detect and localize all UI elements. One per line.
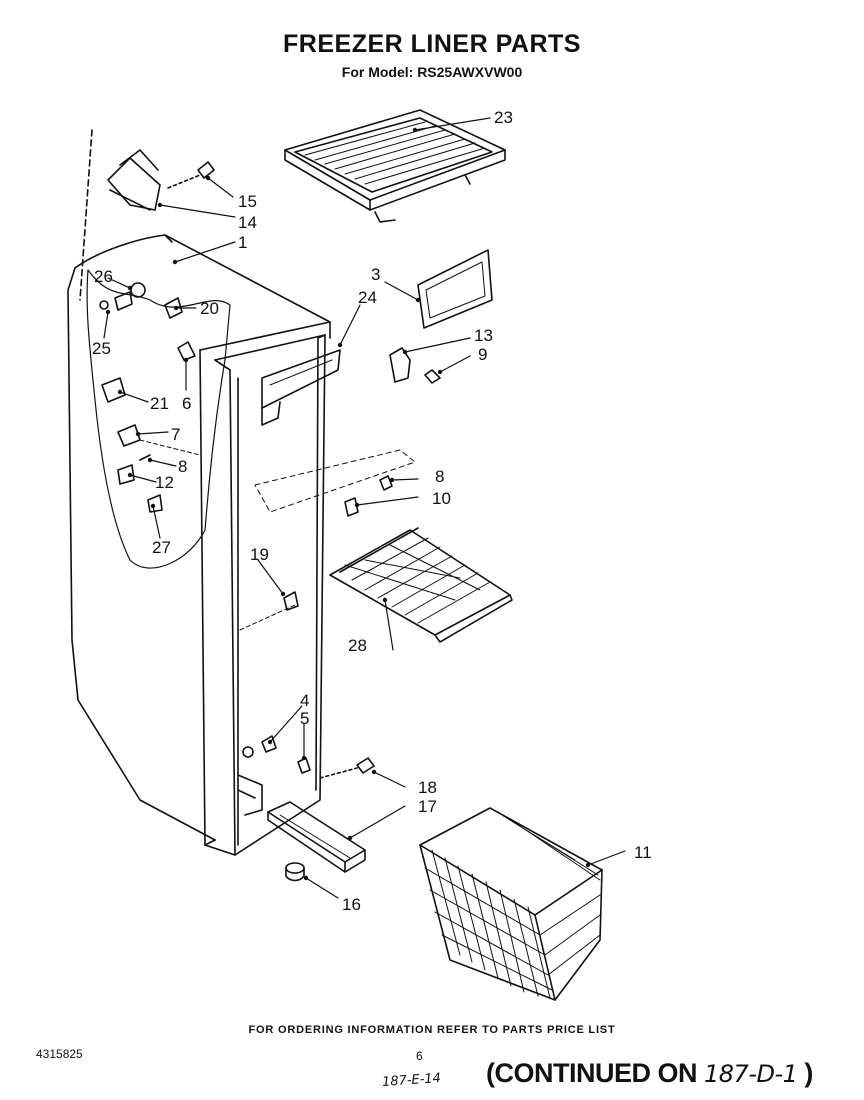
- screw-18: [319, 757, 375, 779]
- screw-15: [167, 161, 215, 189]
- thermostat-parts: [99, 282, 196, 513]
- callout-24: 24: [358, 288, 377, 307]
- continued-reference: 187-D-1: [704, 1060, 798, 1088]
- light-shield: [417, 249, 493, 329]
- callout-21: 21: [150, 394, 169, 413]
- page-number: 6: [416, 1049, 423, 1063]
- callout-13: 13: [474, 326, 493, 345]
- callout-3: 3: [371, 265, 380, 284]
- callout-17: 17: [418, 797, 437, 816]
- callout-15: 15: [238, 192, 257, 211]
- callout-6: 6: [182, 394, 191, 413]
- callout-27: 27: [152, 538, 171, 557]
- callout-10: 10: [432, 489, 451, 508]
- page-title: FREEZER LINER PARTS: [283, 30, 581, 58]
- callout-11: 11: [634, 843, 652, 862]
- callout-12: 12: [155, 473, 174, 492]
- continued-note: (CONTINUED ON 187-D-1 ): [486, 1058, 813, 1089]
- model-subtitle: For Model: RS25AWXVW00: [341, 64, 523, 80]
- continued-text: (CONTINUED ON: [486, 1058, 698, 1088]
- callout-4: 4: [300, 691, 309, 710]
- callout-20: 20: [200, 299, 219, 318]
- light-socket: [389, 347, 441, 384]
- callout-labels: 23 15 14 1 3 24 13 9 26 20 25 21 6 7 8 1…: [92, 108, 652, 914]
- shelf-support-plane: [254, 449, 416, 517]
- callout-1: 1: [238, 233, 247, 252]
- bracket-19: [239, 591, 299, 631]
- callout-5: 5: [300, 709, 309, 728]
- callout-7: 7: [171, 425, 180, 444]
- callout-28: 28: [348, 636, 367, 655]
- callout-8-right: 8: [435, 467, 444, 486]
- callout-26: 26: [94, 267, 113, 286]
- callout-9: 9: [478, 345, 487, 364]
- callout-18: 18: [418, 778, 437, 797]
- upper-shelf: [284, 109, 506, 223]
- wire-basket: [419, 807, 603, 1001]
- wire-shelf: [329, 527, 513, 643]
- air-diffuser: [261, 349, 341, 426]
- knob-16: [285, 862, 305, 882]
- toe-plate: [267, 801, 366, 873]
- callout-14: 14: [238, 213, 257, 232]
- callout-19: 19: [250, 545, 269, 564]
- callout-8-left: 8: [178, 457, 187, 476]
- callout-23: 23: [494, 108, 513, 127]
- arrowheads: [105, 127, 591, 881]
- freezer-liner: [67, 129, 331, 856]
- ordering-info: FOR ORDERING INFORMATION REFER TO PARTS …: [248, 1024, 616, 1036]
- callout-16: 16: [342, 895, 361, 914]
- control-bracket: [107, 149, 161, 211]
- parts-4-5: [242, 735, 311, 774]
- document-number: 4315825: [36, 1047, 83, 1061]
- continued-close: ): [804, 1058, 813, 1088]
- callout-25: 25: [92, 339, 111, 358]
- leader-lines: [103, 117, 626, 899]
